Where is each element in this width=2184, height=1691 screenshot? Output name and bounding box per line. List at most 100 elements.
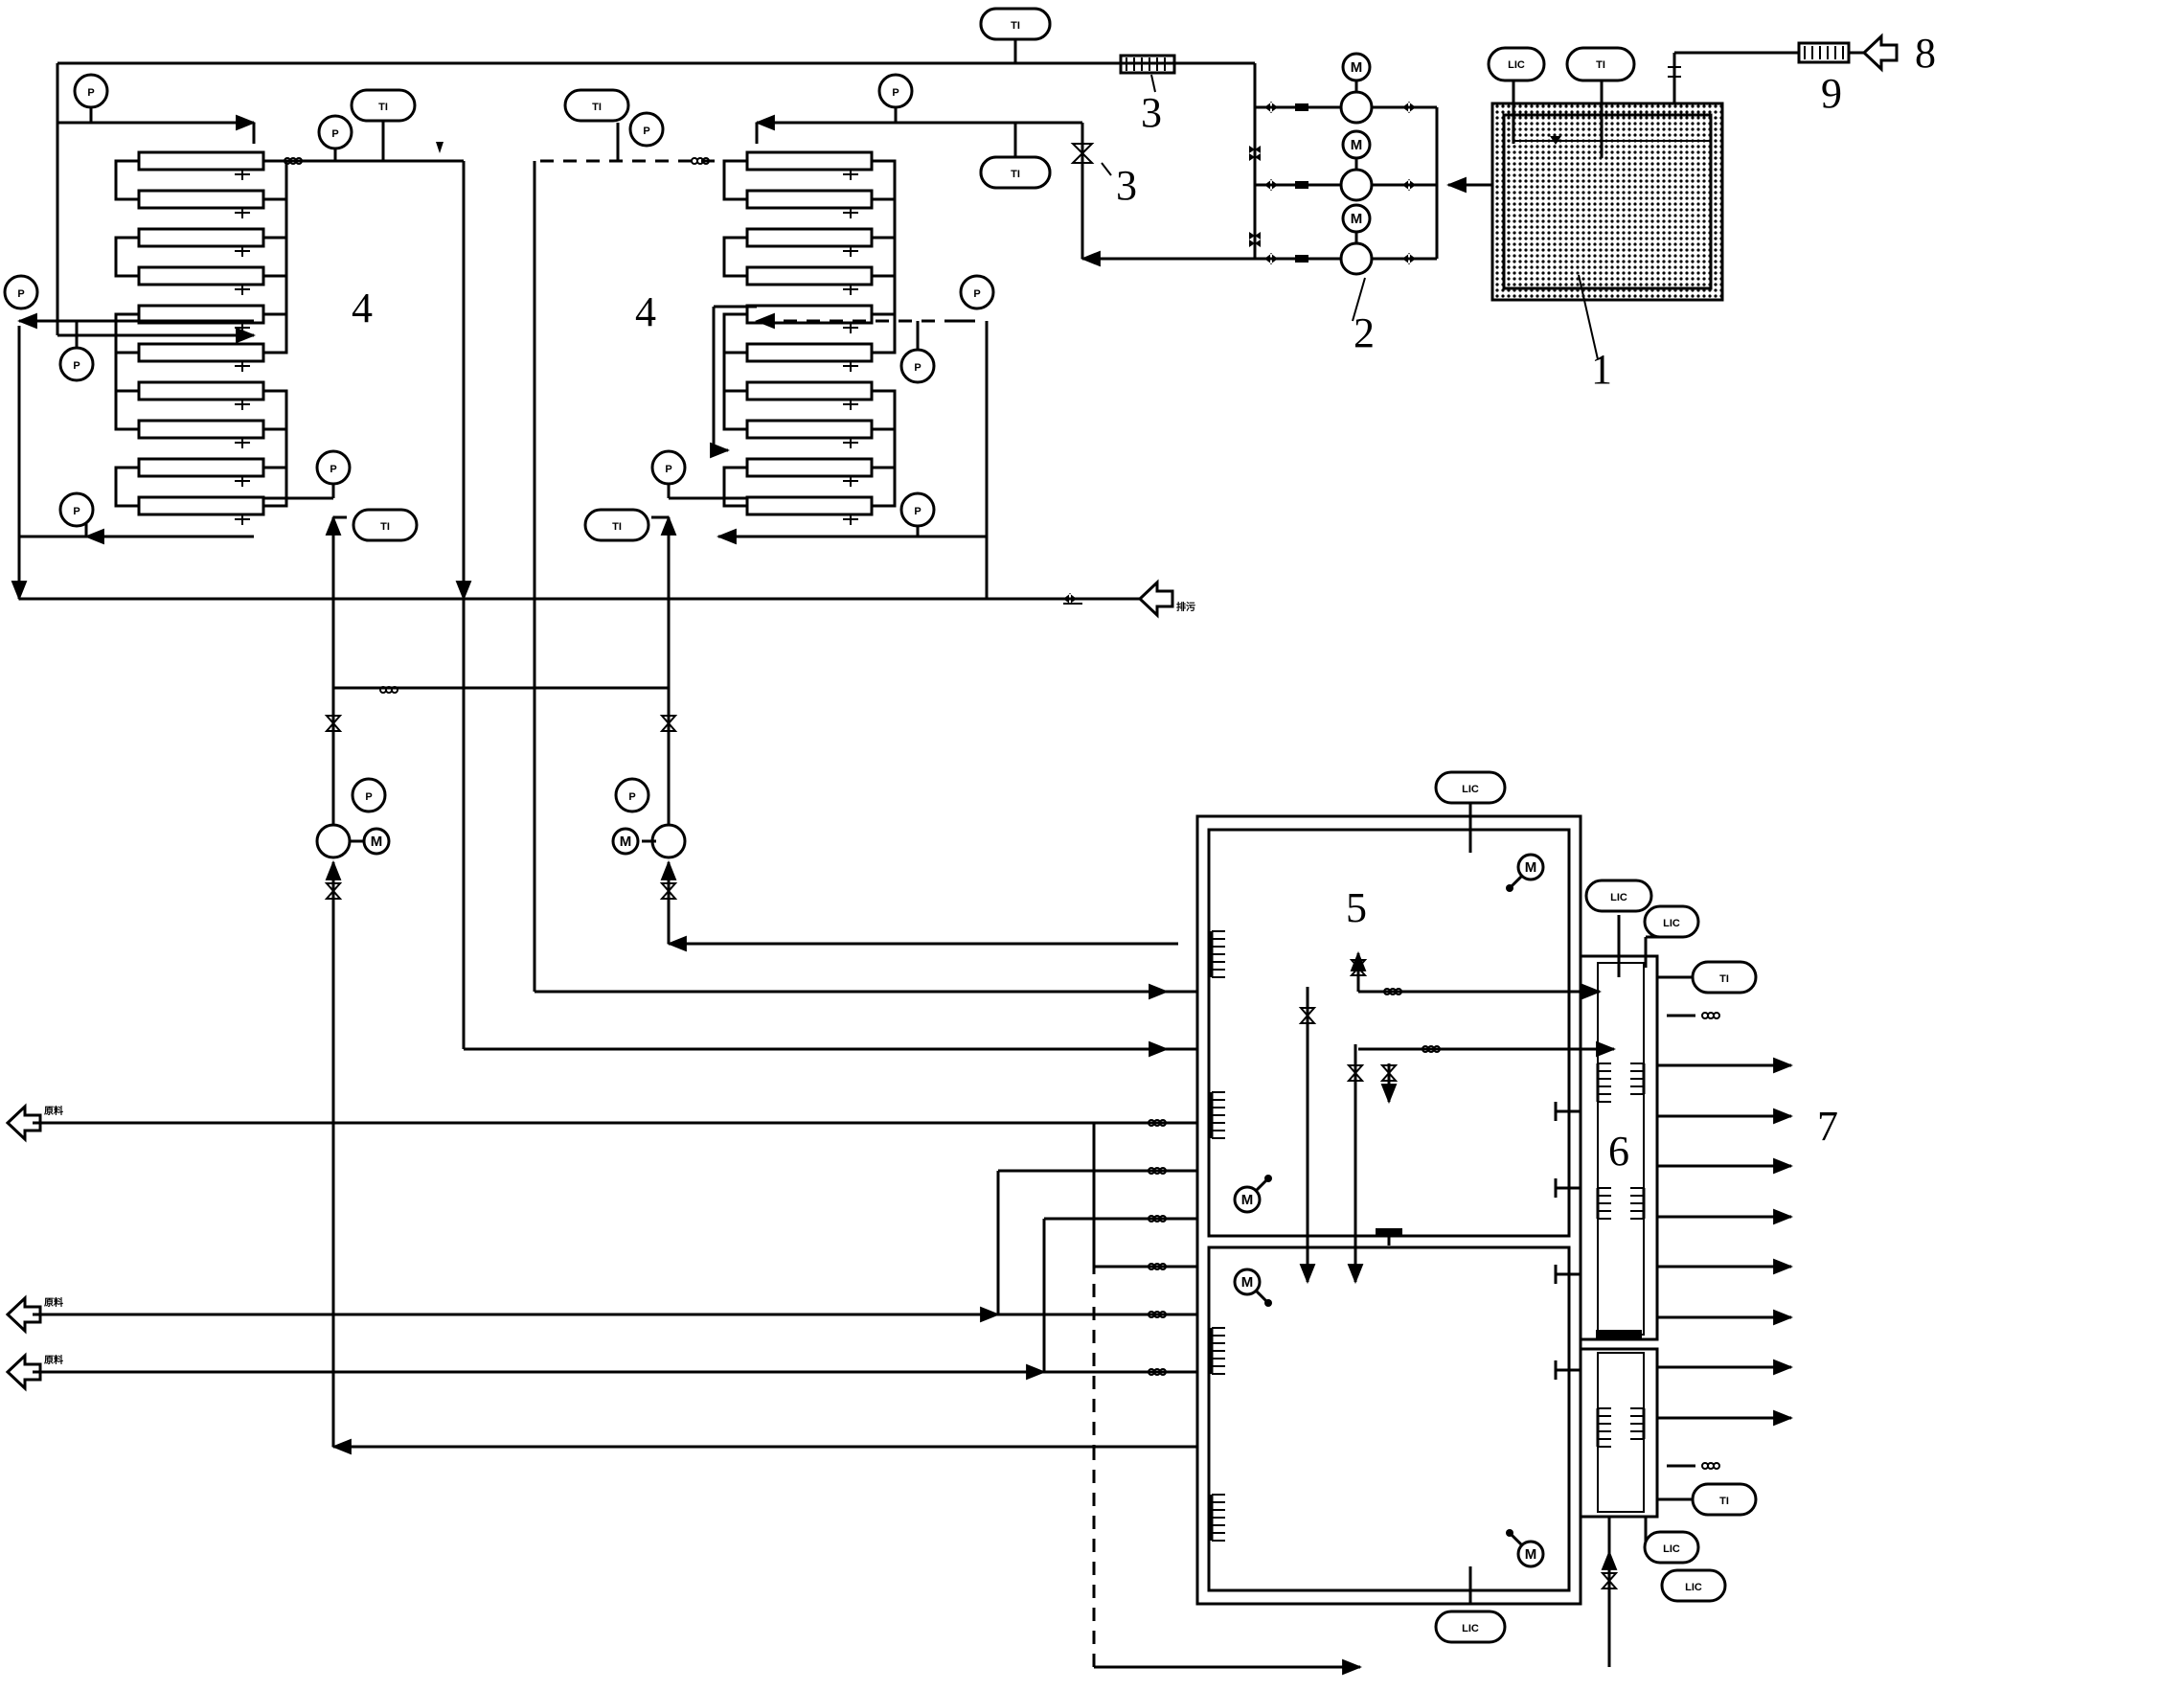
membrane-tube-left-0 (129, 150, 277, 180)
tank-temperature-tag: TI (1596, 59, 1605, 71)
valve-vertical-6 (1298, 1007, 1317, 1024)
callout-5: 5 (1346, 884, 1367, 931)
callout-9: 9 (1821, 70, 1842, 117)
agitator-mid-upper: M (1233, 1175, 1272, 1214)
membrane-tube-left-3 (129, 265, 277, 295)
storage-tank-1 (1490, 81, 1724, 360)
pressure-gauge-2-label: P (331, 128, 338, 140)
pressure-gauge-6-label: P (330, 464, 336, 475)
temp-indicator-5-label: TI (380, 521, 390, 533)
membrane-stacks-4 (114, 150, 897, 525)
temp-indicator-6-bottom-label: TI (1719, 1496, 1729, 1507)
valve-vertical-5 (1379, 1064, 1399, 1082)
agitator-bottom-label: M (1525, 1546, 1537, 1563)
callout-4-right: 4 (635, 288, 656, 335)
tank-level-tag: LIC (1508, 59, 1525, 71)
circulation-pumps (325, 599, 1197, 1455)
temp-indicator-2-label: TI (592, 102, 602, 113)
circulation-pump-right: M (611, 784, 687, 859)
pressure-gauge-4: P (58, 346, 95, 382)
temp-indicator-3: TI (979, 7, 1052, 41)
level-indicator-6-b: LIC (1643, 1530, 1700, 1565)
membrane-tube-left-1 (129, 189, 277, 218)
rack-s6-5 (1630, 1187, 1646, 1220)
membrane-tube-right-8 (738, 457, 885, 487)
pressure-gauge-9-label: P (973, 288, 980, 300)
pump-motor-label-2: M (1351, 137, 1363, 153)
callout-3-top: 3 (1141, 89, 1162, 136)
drain-label: 排污 (1176, 601, 1195, 613)
membrane-tube-right-9 (738, 495, 885, 525)
valve-vertical-0 (324, 715, 343, 732)
valve-triple-2 (379, 686, 398, 694)
feed-pump-1: M (1255, 52, 1437, 125)
feed-inlet-1: 原料 (5, 1103, 63, 1143)
tie-2 (1554, 1178, 1581, 1198)
feed-2-label: 原料 (44, 1296, 63, 1309)
pressure-gauge-10: P (899, 348, 936, 384)
level-indicator-5-top-label: LIC (1462, 784, 1479, 795)
membrane-tube-right-5 (738, 342, 885, 372)
membrane-tube-right-2 (738, 227, 885, 257)
valve-vertical-8 (1600, 1572, 1619, 1589)
callout-2: 2 (1354, 309, 1375, 356)
temp-indicator-2: TI (563, 88, 630, 123)
valve-triple-4 (1422, 1045, 1441, 1053)
agitator-bottom: M (1506, 1529, 1545, 1568)
valve-triple-11 (1701, 1012, 1720, 1019)
valve-triple-8 (1148, 1263, 1167, 1270)
rack-s6-2 (1596, 1187, 1611, 1220)
level-indicator-5-bottom: LIC (1434, 1610, 1507, 1644)
valve-vertical-2 (324, 882, 343, 900)
level-indicator-5-bottom-label: LIC (1462, 1623, 1479, 1634)
temp-indicator-1-label: TI (378, 102, 388, 113)
callout-1: 1 (1591, 346, 1612, 393)
rack-s6-6 (1630, 1407, 1646, 1440)
valve-vertical-1 (659, 715, 678, 732)
valve-triple-6 (1148, 1167, 1167, 1175)
level-indicator-6-top-label: LIC (1610, 892, 1627, 903)
pressure-gauge-11-label: P (914, 506, 921, 517)
temp-indicator-5: TI (352, 508, 419, 542)
circ-motor-label-right: M (620, 834, 632, 850)
callout-8: 8 (1915, 30, 1936, 77)
pressure-gauge-13-label: P (365, 791, 372, 803)
feed-3-label: 原料 (44, 1354, 63, 1366)
valve-triple-10 (1148, 1368, 1167, 1376)
rack-s6-4 (1630, 1063, 1646, 1095)
temp-indicator-1: TI (350, 88, 417, 123)
membrane-tube-left-4 (129, 304, 277, 333)
drain-outlet: 排污 (1176, 601, 1195, 613)
feed-1-label: 原料 (44, 1105, 63, 1117)
agitator-top: M (1506, 853, 1545, 892)
level-indicator-6-c: LIC (1660, 1568, 1727, 1603)
membrane-tube-right-6 (738, 380, 885, 410)
product-outlets-7 (1657, 1057, 1794, 1427)
pressure-gauge-14: P (614, 777, 650, 813)
membrane-tube-right-1 (738, 189, 885, 218)
agitators: M M M M (1233, 853, 1545, 1568)
nozzle-racks (1167, 930, 1646, 1542)
membrane-tube-left-6 (129, 380, 277, 410)
callout-4-left: 4 (352, 285, 373, 331)
pump-motor-label-3: M (1351, 211, 1363, 227)
valve-triple-7 (1148, 1215, 1167, 1223)
valve-triple-1 (691, 157, 710, 165)
temp-indicator-6: TI (583, 508, 650, 542)
agitator-mid-lower: M (1233, 1268, 1272, 1307)
separator-6 (1579, 915, 1724, 1667)
membrane-tube-left-9 (129, 495, 277, 525)
temp-indicator-6-top: TI (1691, 960, 1758, 994)
valve-triple-12 (1701, 1462, 1720, 1470)
pressure-gauge-7-label: P (892, 87, 899, 99)
temp-indicator-4: TI (979, 155, 1052, 190)
circ-motor-label-left: M (371, 834, 383, 850)
pressure-gauge-11: P (899, 491, 936, 528)
rack-r5-3 (1210, 1327, 1225, 1375)
agitator-top-label: M (1525, 859, 1537, 876)
pressure-gauge-2: P (317, 114, 353, 150)
pressure-gauge-9: P (959, 274, 995, 310)
temp-indicator-3-label: TI (1011, 20, 1020, 32)
